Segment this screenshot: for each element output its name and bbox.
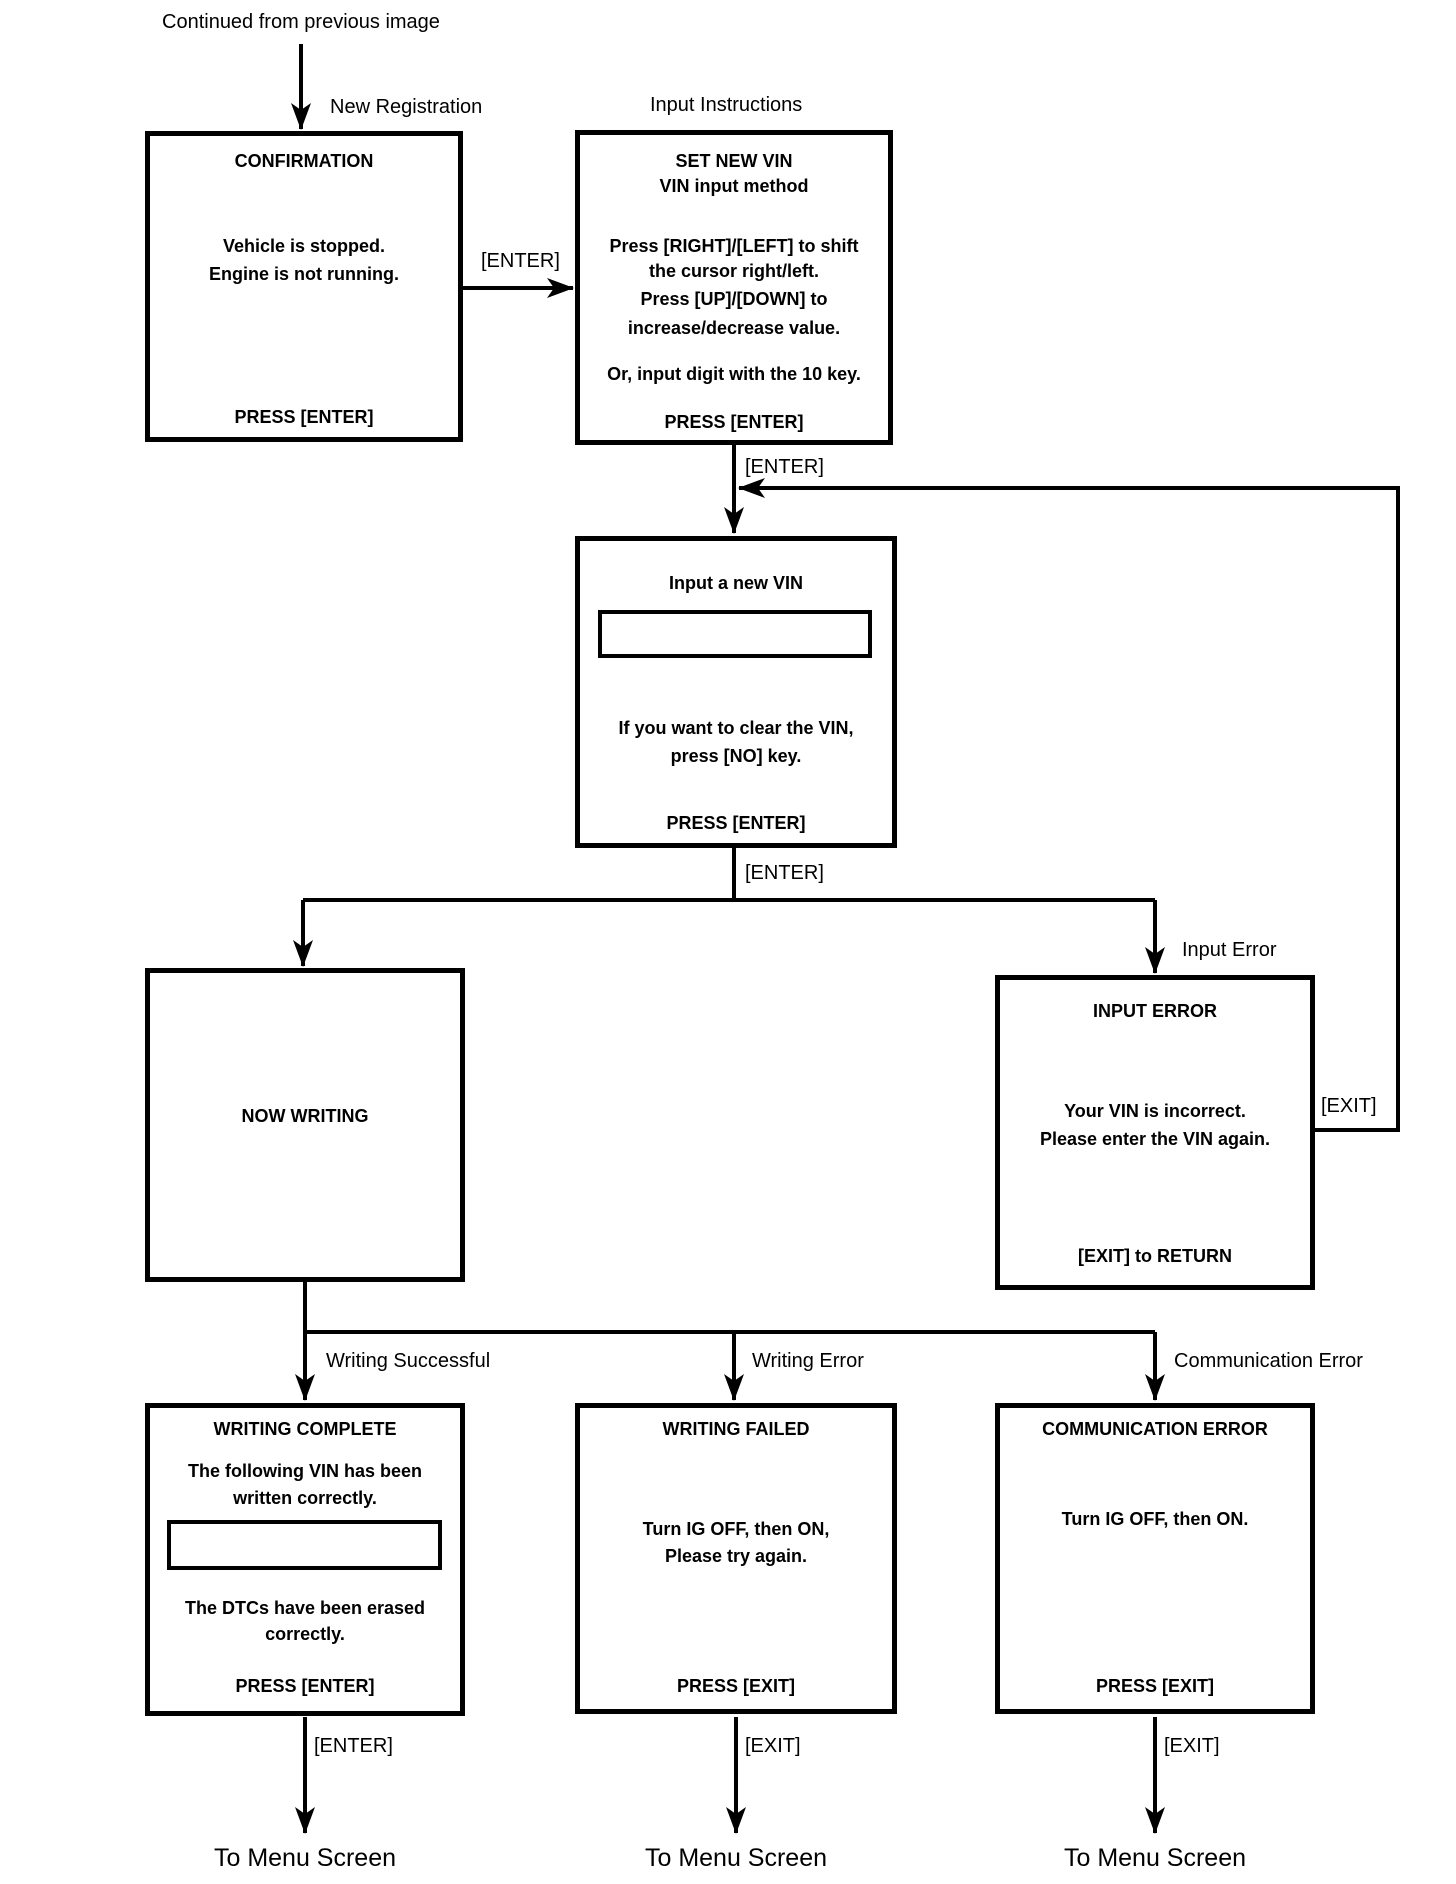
writing-complete-line: correctly.: [265, 1624, 345, 1644]
set-new-vin-title: SET NEW VIN: [675, 151, 793, 171]
writing-complete-title: WRITING COMPLETE: [213, 1419, 397, 1439]
writing-complete-line: The DTCs have been erased: [184, 1598, 426, 1618]
set-new-vin-line: increase/decrease value.: [627, 318, 841, 338]
set-new-vin-line: Or, input digit with the 10 key.: [607, 364, 861, 384]
written-vin-field: [167, 1520, 442, 1570]
confirmation-line: Engine is not running.: [209, 264, 399, 284]
confirmation-title: CONFIRMATION: [234, 151, 374, 171]
communication-error-title: COMMUNICATION ERROR: [1042, 1419, 1268, 1439]
communication-error-screen-box: COMMUNICATION ERROR Turn IG OFF, then ON…: [995, 1403, 1315, 1714]
set-new-vin-line: Press [UP]/[DOWN] to: [640, 289, 828, 309]
connector-label-enter-3: [ENTER]: [745, 862, 824, 884]
continued-label: Continued from previous image: [162, 11, 440, 33]
to-menu-screen-label-2: To Menu Screen: [644, 1844, 828, 1872]
communication-error-line: Turn IG OFF, then ON.: [1061, 1509, 1249, 1529]
to-menu-screen-label-3: To Menu Screen: [1063, 1844, 1247, 1872]
branch-label-new-registration: New Registration: [330, 96, 483, 118]
vin-entry-field: [598, 610, 872, 658]
now-writing-title: NOW WRITING: [241, 1106, 369, 1126]
set-new-vin-line: Press [RIGHT]/[LEFT] to shift: [609, 236, 859, 256]
connector-label-exit-bottom-1: [EXIT]: [745, 1735, 801, 1757]
connector-label-enter-2: [ENTER]: [745, 456, 824, 478]
input-error-title: INPUT ERROR: [1092, 1001, 1217, 1021]
branch-label-communication-error: Communication Error: [1174, 1350, 1363, 1372]
confirmation-screen-box: CONFIRMATION Vehicle is stopped. Engine …: [145, 131, 463, 442]
input-vin-footer: PRESS [ENTER]: [666, 813, 806, 833]
connector-label-exit-return: [EXIT]: [1321, 1095, 1377, 1117]
branch-label-writing-error: Writing Error: [752, 1350, 864, 1372]
confirmation-line: Vehicle is stopped.: [222, 236, 386, 256]
input-vin-line: press [NO] key.: [670, 746, 802, 766]
connector-label-enter-1: [ENTER]: [481, 250, 560, 272]
input-error-line: Please enter the VIN again.: [1039, 1129, 1271, 1149]
return-path-exit: [738, 478, 1400, 1132]
branch-label-input-instructions: Input Instructions: [650, 94, 803, 116]
set-new-vin-screen-box: SET NEW VIN VIN input method Press [RIGH…: [575, 130, 893, 445]
writing-complete-line: The following VIN has been: [187, 1461, 423, 1481]
set-new-vin-title: VIN input method: [659, 176, 809, 196]
connector-label-exit-bottom-2: [EXIT]: [1164, 1735, 1220, 1757]
writing-complete-screen-box: WRITING COMPLETE The following VIN has b…: [145, 1403, 465, 1716]
input-vin-title: Input a new VIN: [668, 573, 803, 593]
connector-label-enter-bottom: [ENTER]: [314, 1735, 393, 1757]
to-menu-screen-label-1: To Menu Screen: [213, 1844, 397, 1872]
writing-failed-line: Turn IG OFF, then ON,: [642, 1519, 830, 1539]
set-new-vin-line: the cursor right/left.: [648, 261, 819, 281]
input-vin-screen-box: Input a new VIN If you want to clear the…: [575, 536, 897, 848]
set-new-vin-footer: PRESS [ENTER]: [664, 412, 804, 432]
confirmation-footer: PRESS [ENTER]: [234, 407, 374, 427]
input-vin-line: If you want to clear the VIN,: [618, 718, 854, 738]
writing-failed-footer: PRESS [EXIT]: [676, 1676, 796, 1696]
writing-complete-footer: PRESS [ENTER]: [235, 1676, 375, 1696]
branch-label-input-error: Input Error: [1182, 939, 1277, 961]
input-error-line: Your VIN is incorrect.: [1064, 1101, 1246, 1121]
writing-failed-title: WRITING FAILED: [662, 1419, 810, 1439]
input-error-screen-box: INPUT ERROR Your VIN is incorrect. Pleas…: [995, 975, 1315, 1290]
branch-label-writing-successful: Writing Successful: [326, 1350, 491, 1372]
writing-failed-line: Please try again.: [664, 1546, 808, 1566]
writing-failed-screen-box: WRITING FAILED Turn IG OFF, then ON, Ple…: [575, 1403, 897, 1714]
input-error-footer: [EXIT] to RETURN: [1078, 1246, 1232, 1266]
now-writing-screen-box: NOW WRITING: [145, 968, 465, 1282]
communication-error-footer: PRESS [EXIT]: [1095, 1676, 1215, 1696]
writing-complete-line: written correctly.: [233, 1488, 377, 1508]
